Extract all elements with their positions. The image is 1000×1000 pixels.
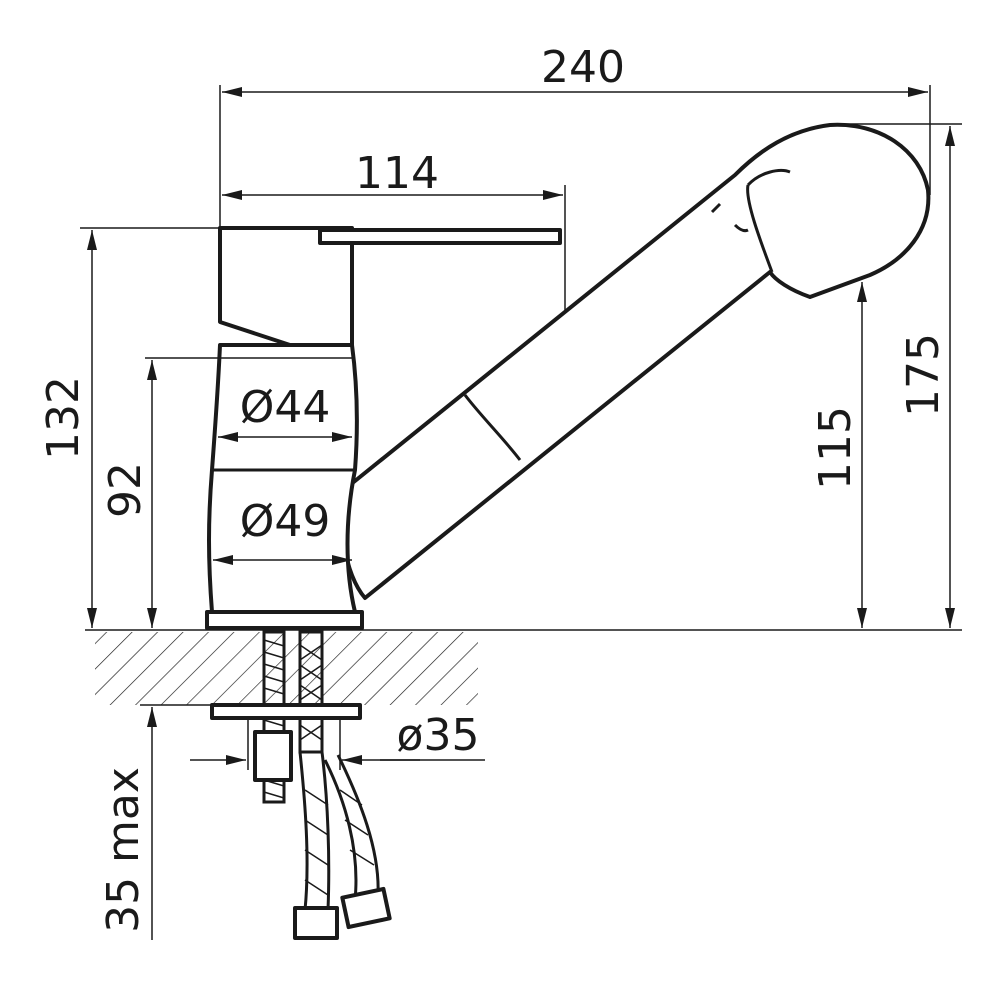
dimension-label-total-length: 240 [541, 42, 625, 93]
dimension-label-92: 92 [100, 462, 151, 518]
lever-handle [318, 228, 562, 245]
dimension-label-44: Ø44 [240, 382, 331, 433]
dimension-label-132: 132 [38, 376, 89, 460]
dimension-diameter-49: Ø49 [213, 496, 352, 565]
dimension-132: 132 [38, 227, 220, 628]
countertop-hatch [95, 632, 478, 705]
dimension-label-115: 115 [810, 406, 861, 490]
mounting-hardware [210, 630, 392, 940]
dimension-240: 240 [219, 42, 931, 228]
dimension-114: 114 [222, 148, 566, 310]
dimension-175: 175 [830, 123, 962, 628]
dimension-label-35-max: 35 max [98, 767, 149, 933]
dimension-label-35: ø35 [397, 710, 480, 761]
pull-out-spout [340, 122, 931, 600]
dimension-label-lever-length: 114 [355, 148, 439, 199]
faucet-body [205, 226, 562, 630]
dimension-label-175: 175 [898, 333, 949, 417]
dimension-115: 115 [810, 282, 867, 628]
dimension-diameter-44: Ø44 [218, 382, 352, 442]
dimension-hole-35: ø35 [190, 710, 485, 770]
dimension-label-49: Ø49 [240, 496, 331, 547]
dimension-35-max: 35 max [98, 707, 157, 940]
dimension-92: 92 [100, 357, 352, 628]
